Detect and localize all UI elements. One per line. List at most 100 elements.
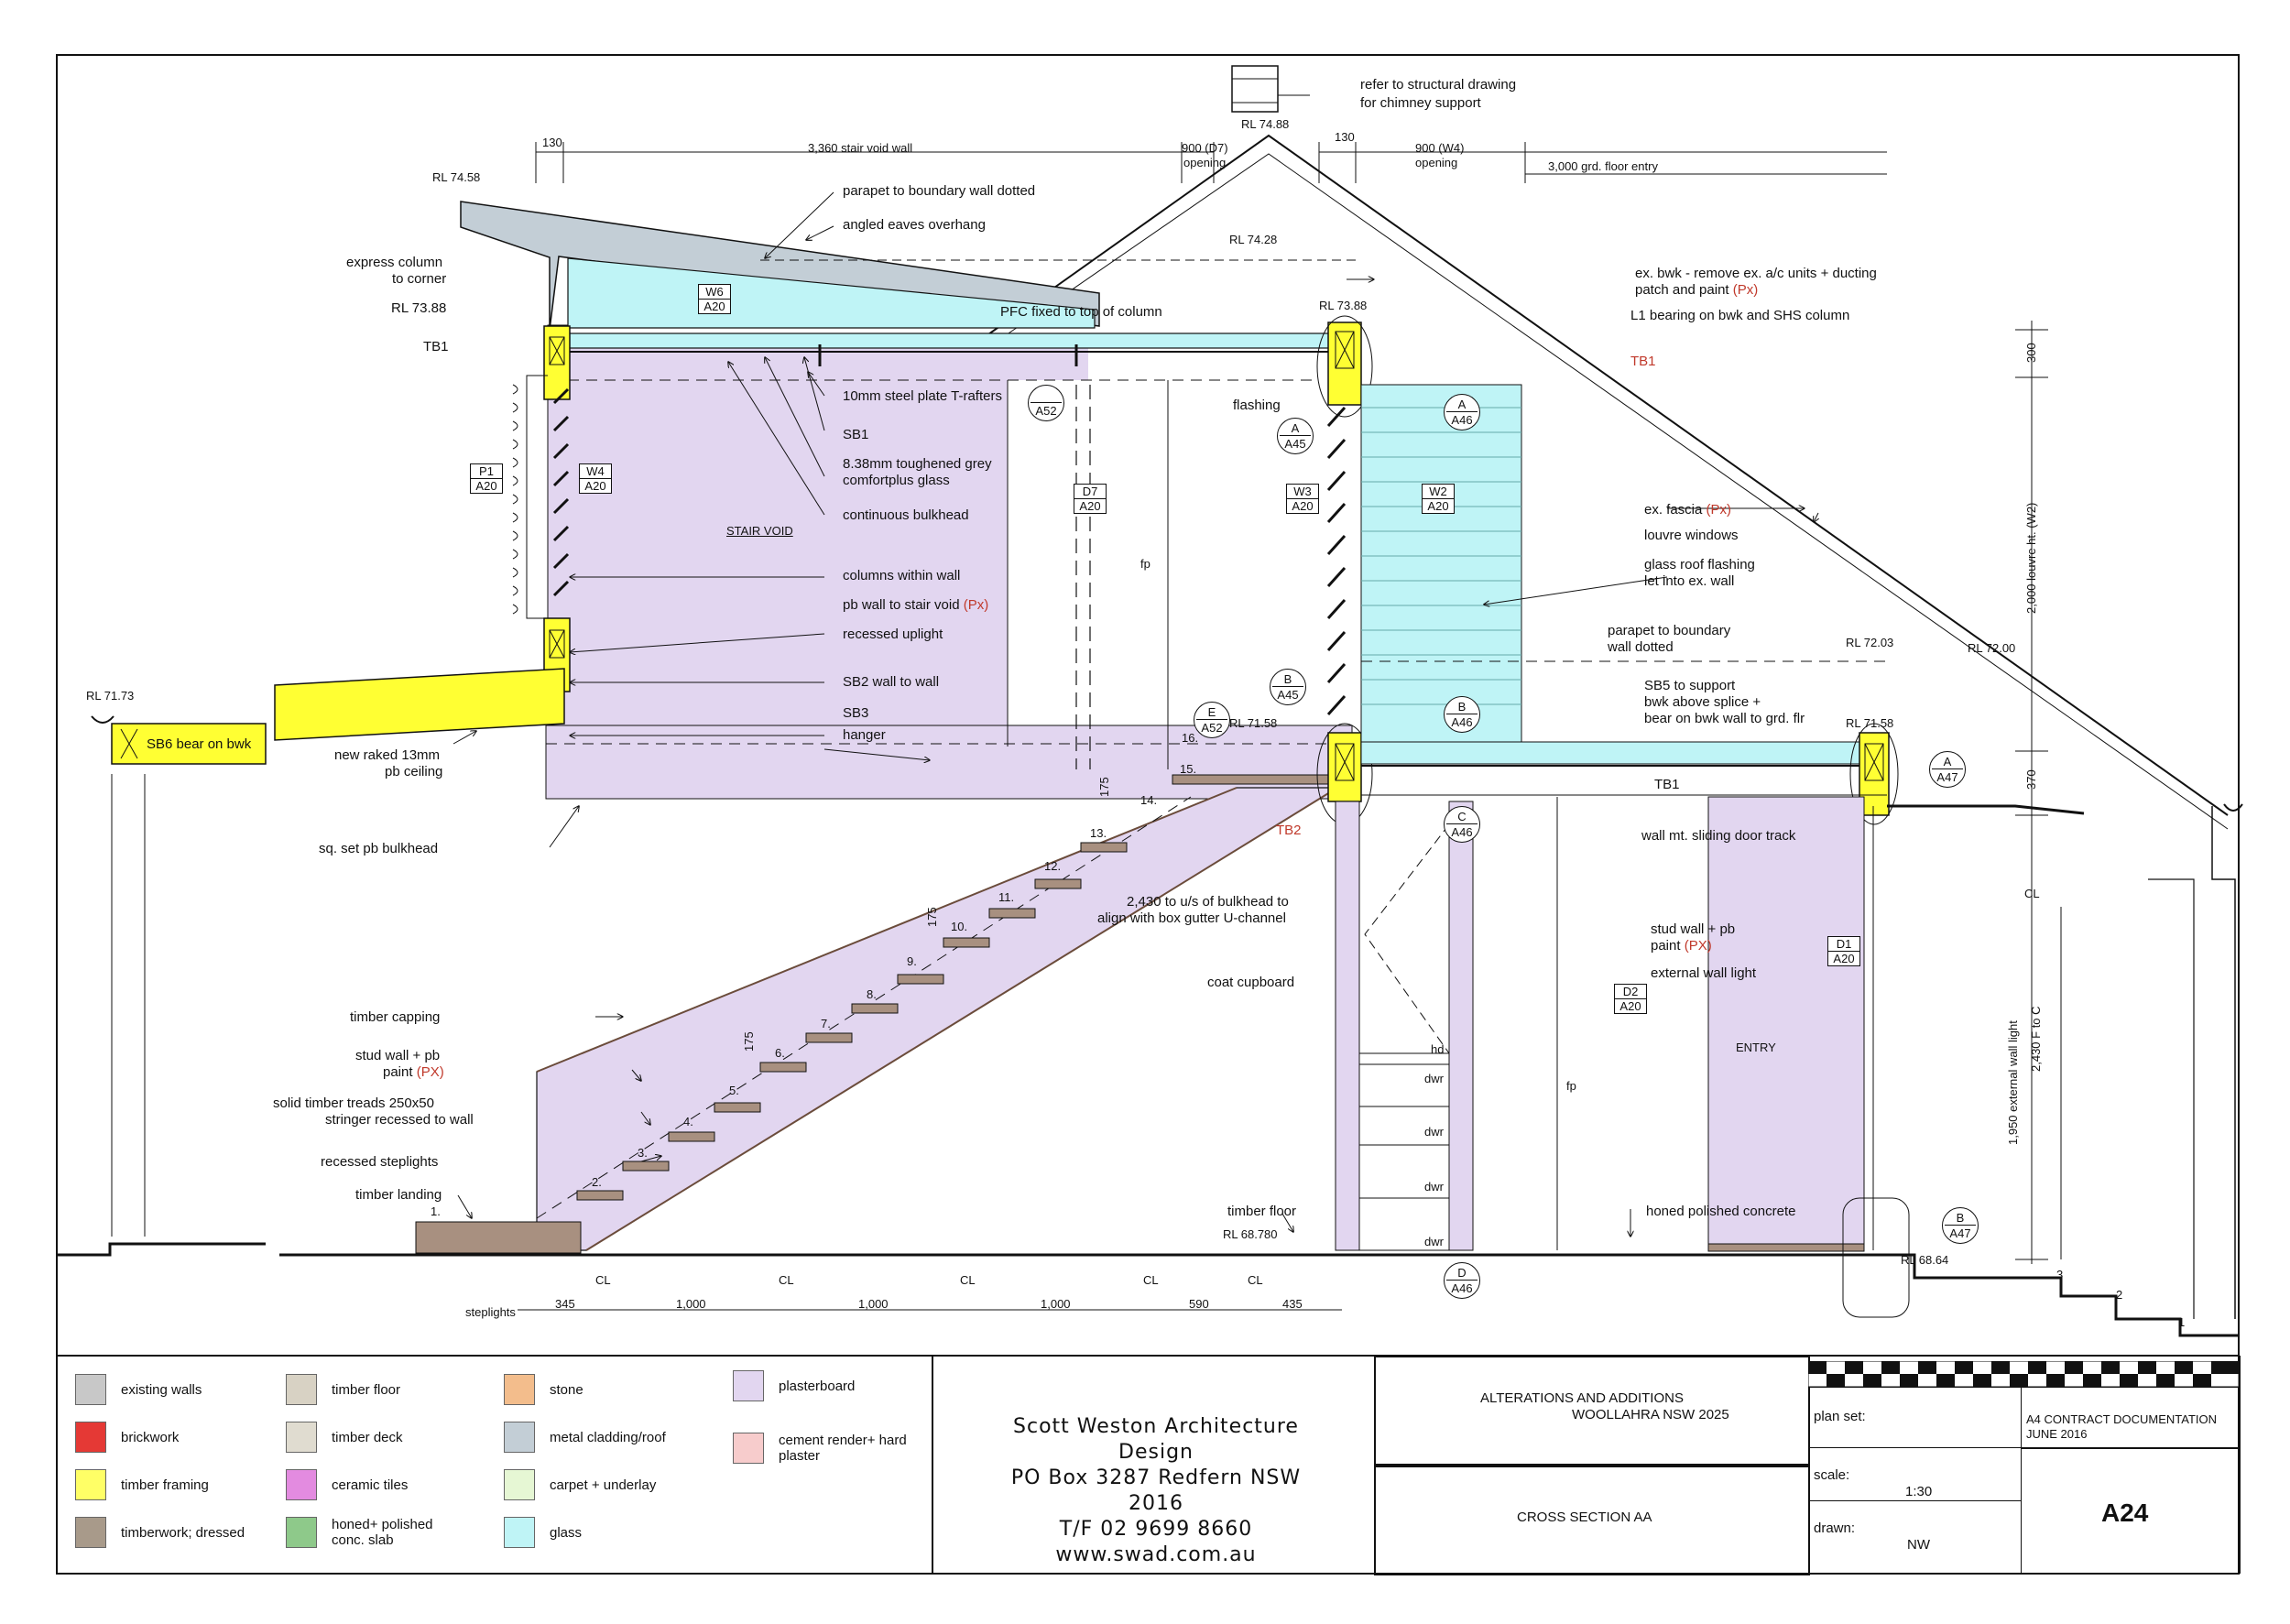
note-sb5-3: bear on bwk wall to grd. flr — [1644, 711, 1805, 726]
main-roof-outline — [975, 134, 2229, 816]
step-5: 5. — [729, 1084, 739, 1097]
cl-3: CL — [960, 1273, 976, 1287]
scale-label: scale: — [1814, 1467, 1850, 1483]
rl-6864: RL 68.64 — [1901, 1253, 1949, 1267]
note-stud-wall-right-1: stud wall + pb — [1651, 921, 1736, 937]
timber-landing — [415, 1221, 582, 1254]
label-tb1-right: TB1 — [1630, 354, 1656, 369]
drawn-label: drawn: — [1814, 1520, 1856, 1536]
ground-step-1: 1 — [2178, 1315, 2186, 1329]
swatch-carpet — [504, 1469, 535, 1500]
dim-345: 345 — [555, 1297, 575, 1311]
label-steplights: steplights — [465, 1305, 516, 1319]
swatch-timber-deck — [286, 1422, 317, 1453]
note-angled-eaves: angled eaves overhang — [843, 217, 986, 233]
project-line1: ALTERATIONS AND ADDITIONS — [1480, 1390, 1684, 1406]
ground-step-2: 2 — [2116, 1288, 2123, 1302]
step-9: 9. — [907, 954, 917, 968]
entry-wall — [1707, 796, 1865, 1247]
note-u-channel-2: align with box gutter U-channel — [1097, 910, 1286, 926]
label-dwr-2: dwr — [1424, 1125, 1444, 1139]
rl-68780: RL 68.780 — [1223, 1227, 1278, 1241]
note-parapet-boundary-2: wall dotted — [1608, 639, 1674, 655]
ground-step-3: 3 — [2056, 1268, 2064, 1281]
legend-item-metal-cladding: metal cladding/roof — [504, 1422, 678, 1453]
swatch-brickwork — [75, 1422, 106, 1453]
label-sb3: SB3 — [843, 705, 869, 721]
note-express-column-1: express column — [346, 255, 443, 270]
sheet-number: A24 — [2101, 1499, 2149, 1527]
rl-7388-left: RL 73.88 — [391, 300, 447, 316]
note-pb-wall-stair: pb wall to stair void (Px) — [843, 597, 989, 613]
note-recessed-uplight: recessed uplight — [843, 627, 943, 642]
step-13: 13. — [1090, 826, 1107, 840]
legend-item-timber-floor: timber floor — [286, 1374, 460, 1405]
note-timber-landing: timber landing — [355, 1187, 442, 1203]
swatch-timber-framing — [75, 1469, 106, 1500]
tb1-left-post — [543, 325, 571, 400]
chimney-note-1: refer to structural drawing — [1360, 77, 1517, 93]
label-dwr-1: dwr — [1424, 1072, 1444, 1085]
section-marker-a52-top[interactable]: A52 — [1028, 385, 1064, 421]
new-raked-ceiling-beam — [274, 668, 565, 741]
dim-ext-wall-light: 1,950 external wall light — [2006, 1020, 2020, 1145]
dim-435: 435 — [1282, 1297, 1303, 1311]
swatch-timber-floor — [286, 1374, 317, 1405]
rl-7488: RL 74.88 — [1241, 117, 1290, 131]
firm-details: Scott Weston Architecture Design PO Box … — [991, 1414, 1321, 1568]
step-3: 3. — [638, 1146, 648, 1160]
rl-7158-b: RL 71.58 — [1846, 716, 1894, 730]
note-timber-capping: timber capping — [350, 1009, 441, 1025]
note-wall-mt-sliding: wall mt. sliding door track — [1641, 828, 1796, 844]
project-box — [1374, 1356, 1810, 1467]
swatch-metal-cladding — [504, 1422, 535, 1453]
label-tb1-mid: TB1 — [1654, 777, 1680, 792]
step-6: 6. — [775, 1046, 785, 1060]
rl-7388-right: RL 73.88 — [1319, 299, 1368, 312]
dim-1000-b: 1,000 — [858, 1297, 889, 1311]
step-15: 15. — [1180, 762, 1197, 776]
dim-900-d7: 900 (D7) — [1182, 141, 1228, 155]
dim-590: 590 — [1189, 1297, 1209, 1311]
legend-item-brickwork: brickwork — [75, 1422, 249, 1453]
swatch-ceramic-tiles — [286, 1469, 317, 1500]
checker-bar — [1808, 1361, 2239, 1387]
tb1-right-post — [1327, 322, 1362, 406]
label-entry: ENTRY — [1736, 1041, 1776, 1054]
label-fp-lower: fp — [1566, 1079, 1576, 1093]
firm-address: PO Box 3287 Redfern NSW 2016 — [1010, 1466, 1302, 1515]
label-dwr-4: dwr — [1424, 1235, 1444, 1248]
note-louvre-windows: louvre windows — [1644, 528, 1739, 543]
swatch-plasterboard — [733, 1370, 764, 1401]
rl-7173: RL 71.73 — [86, 689, 135, 703]
title-block: .leg { position:absolute; display:flex; … — [57, 1356, 2241, 1575]
note-honed-concrete: honed polished concrete — [1646, 1204, 1796, 1219]
label-tb2: TB2 — [1276, 823, 1302, 838]
label-hd: hd — [1431, 1042, 1445, 1056]
swatch-cement-render — [733, 1433, 764, 1464]
sb6-beam — [111, 723, 267, 765]
scale-value: 1:30 — [1905, 1484, 1933, 1499]
note-stud-wall-right-2: paint (PX) — [1651, 938, 1712, 954]
legend-item-stone: stone — [504, 1374, 678, 1405]
dim-130-a: 130 — [542, 136, 562, 149]
dim-1000-c: 1,000 — [1041, 1297, 1071, 1311]
rl-7203: RL 72.03 — [1846, 636, 1894, 649]
dim-stair-void-wall: 3,360 stair void wall — [808, 141, 913, 155]
note-ex-bwk-1: ex. bwk - remove ex. a/c units + ducting — [1635, 266, 1877, 281]
note-glass-2: comfortplus glass — [843, 473, 950, 488]
